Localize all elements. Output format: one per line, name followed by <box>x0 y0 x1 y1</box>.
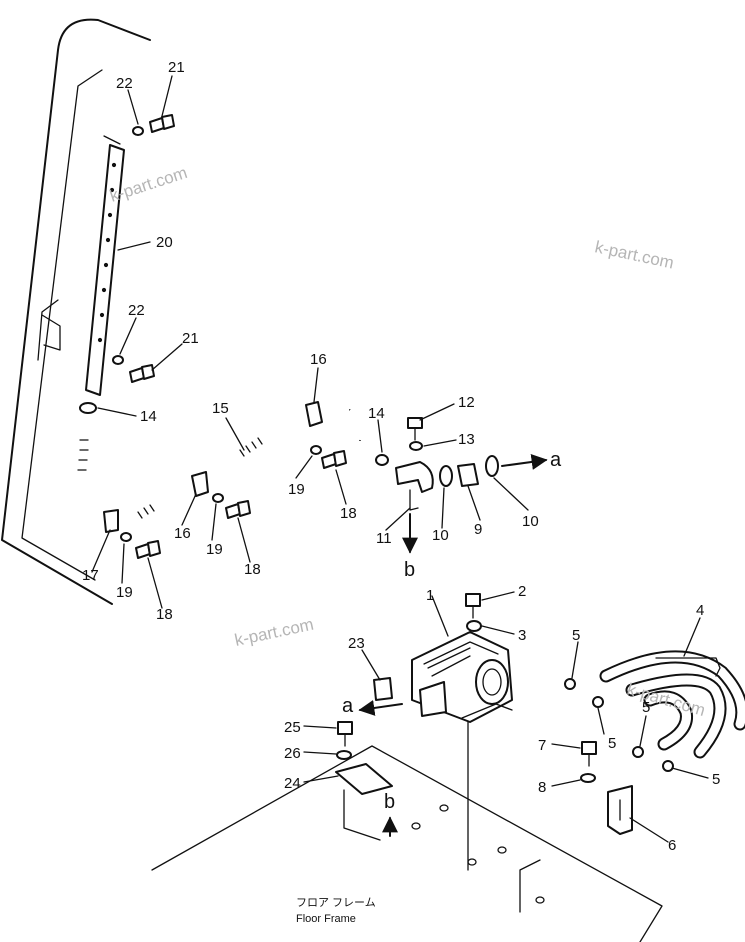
callout-9: 9 <box>474 521 482 538</box>
callout-5-d: 5 <box>712 771 720 788</box>
bolt-18-top <box>321 450 347 469</box>
callout-22-mid: 22 <box>128 302 145 319</box>
callout-7: 7 <box>538 737 546 754</box>
callout-10-left: 10 <box>432 527 449 544</box>
callout-26: 26 <box>284 745 301 762</box>
callout-5-b: 5 <box>608 735 616 752</box>
callout-5-c: 5 <box>642 699 650 716</box>
heater-hose-assembly <box>70 403 363 527</box>
callout-15: 15 <box>212 400 229 417</box>
caption-english: Floor Frame <box>296 913 356 925</box>
elbow-11 <box>395 461 434 511</box>
callout-6: 6 <box>668 837 676 854</box>
washer-19-top <box>310 445 322 455</box>
callout-19-mid: 19 <box>206 541 223 558</box>
bolt-18-mid <box>225 500 251 519</box>
watermark-2: k-part.com <box>593 237 675 272</box>
callout-4: 4 <box>696 602 704 619</box>
bracket-24 <box>335 763 393 841</box>
callout-2: 2 <box>518 583 526 600</box>
bolt-2 <box>465 593 481 619</box>
callout-18-top: 18 <box>340 505 357 522</box>
callout-8: 8 <box>538 779 546 796</box>
arrow-label-b-2: b <box>384 791 395 813</box>
callout-24: 24 <box>284 775 301 792</box>
clip-17 <box>103 509 119 533</box>
callout-18-mid: 18 <box>244 561 261 578</box>
washer-19-mid <box>212 493 224 503</box>
callout-21-mid: 21 <box>182 330 199 347</box>
arrow-label-b-1: b <box>404 559 415 581</box>
clip-16-mid <box>191 471 209 497</box>
arrow-label-a-2: a <box>342 695 354 717</box>
hose-clamp-14-right <box>375 454 389 466</box>
callout-3: 3 <box>518 627 526 644</box>
washer-8 <box>580 773 596 783</box>
clamp-10-left <box>439 465 453 487</box>
cab-panel-outline <box>1 18 151 605</box>
bolt-21-top <box>149 114 175 133</box>
callout-14-right: 14 <box>368 405 385 422</box>
callout-13: 13 <box>458 431 475 448</box>
bolt-7 <box>581 741 597 767</box>
hose-clamp-14-left <box>79 402 97 414</box>
watermark-3: k-part.com <box>233 615 315 650</box>
callout-19-bottom: 19 <box>116 584 133 601</box>
callout-25: 25 <box>284 719 301 736</box>
floor-frame <box>151 745 663 942</box>
bolt-18-bottom <box>135 540 161 559</box>
arrow-a-left <box>358 700 403 716</box>
callout-19-top: 19 <box>288 481 305 498</box>
washer-13 <box>409 441 423 451</box>
arrow-a-right <box>501 454 548 470</box>
callout-18-bottom: 18 <box>156 606 173 623</box>
hose-clamp-5-a <box>564 678 576 690</box>
bolt-12 <box>407 417 423 441</box>
callout-10-right: 10 <box>522 513 539 530</box>
hose-clamp-5-d <box>662 760 674 772</box>
washer-3 <box>466 620 482 632</box>
callout-12: 12 <box>458 394 475 411</box>
callout-14-left: 14 <box>140 408 157 425</box>
clamp-10-right <box>485 455 499 477</box>
callout-5-a: 5 <box>572 627 580 644</box>
callout-21-top: 21 <box>168 59 185 76</box>
watermarks: k-part.com k-part.com k-part.com k-part.… <box>107 163 707 720</box>
hose-clamp-5-c <box>632 746 644 758</box>
callout-23: 23 <box>348 635 365 652</box>
washer-26 <box>336 750 352 760</box>
washer-19-bottom <box>120 532 132 542</box>
bolt-25 <box>337 721 353 747</box>
leader-lines <box>91 75 709 871</box>
hose-clamp-5-b <box>592 696 604 708</box>
cap-23 <box>373 677 393 701</box>
callout-labels: 22 21 20 22 21 14 15 16 14 12 13 16 19 1… <box>82 59 720 854</box>
callout-16-top: 16 <box>310 351 327 368</box>
washer-22-top <box>132 126 144 136</box>
bolt-21-mid <box>129 364 155 383</box>
callout-11: 11 <box>376 530 392 547</box>
clip-16-top <box>305 401 323 427</box>
callout-20: 20 <box>156 234 173 251</box>
callout-1: 1 <box>426 587 434 604</box>
heater-unit <box>411 631 513 723</box>
callout-16-mid: 16 <box>174 525 191 542</box>
sleeve-9 <box>457 463 479 487</box>
washer-22-mid <box>112 355 124 365</box>
arrow-label-a-1: a <box>550 449 562 471</box>
callout-22-top: 22 <box>116 75 133 92</box>
bracket-6 <box>607 785 633 835</box>
callout-17: 17 <box>82 567 99 584</box>
pipe-hanger-rail <box>85 135 125 396</box>
hoses-4 <box>599 650 745 759</box>
caption-japanese: フロア フレーム <box>296 896 376 909</box>
